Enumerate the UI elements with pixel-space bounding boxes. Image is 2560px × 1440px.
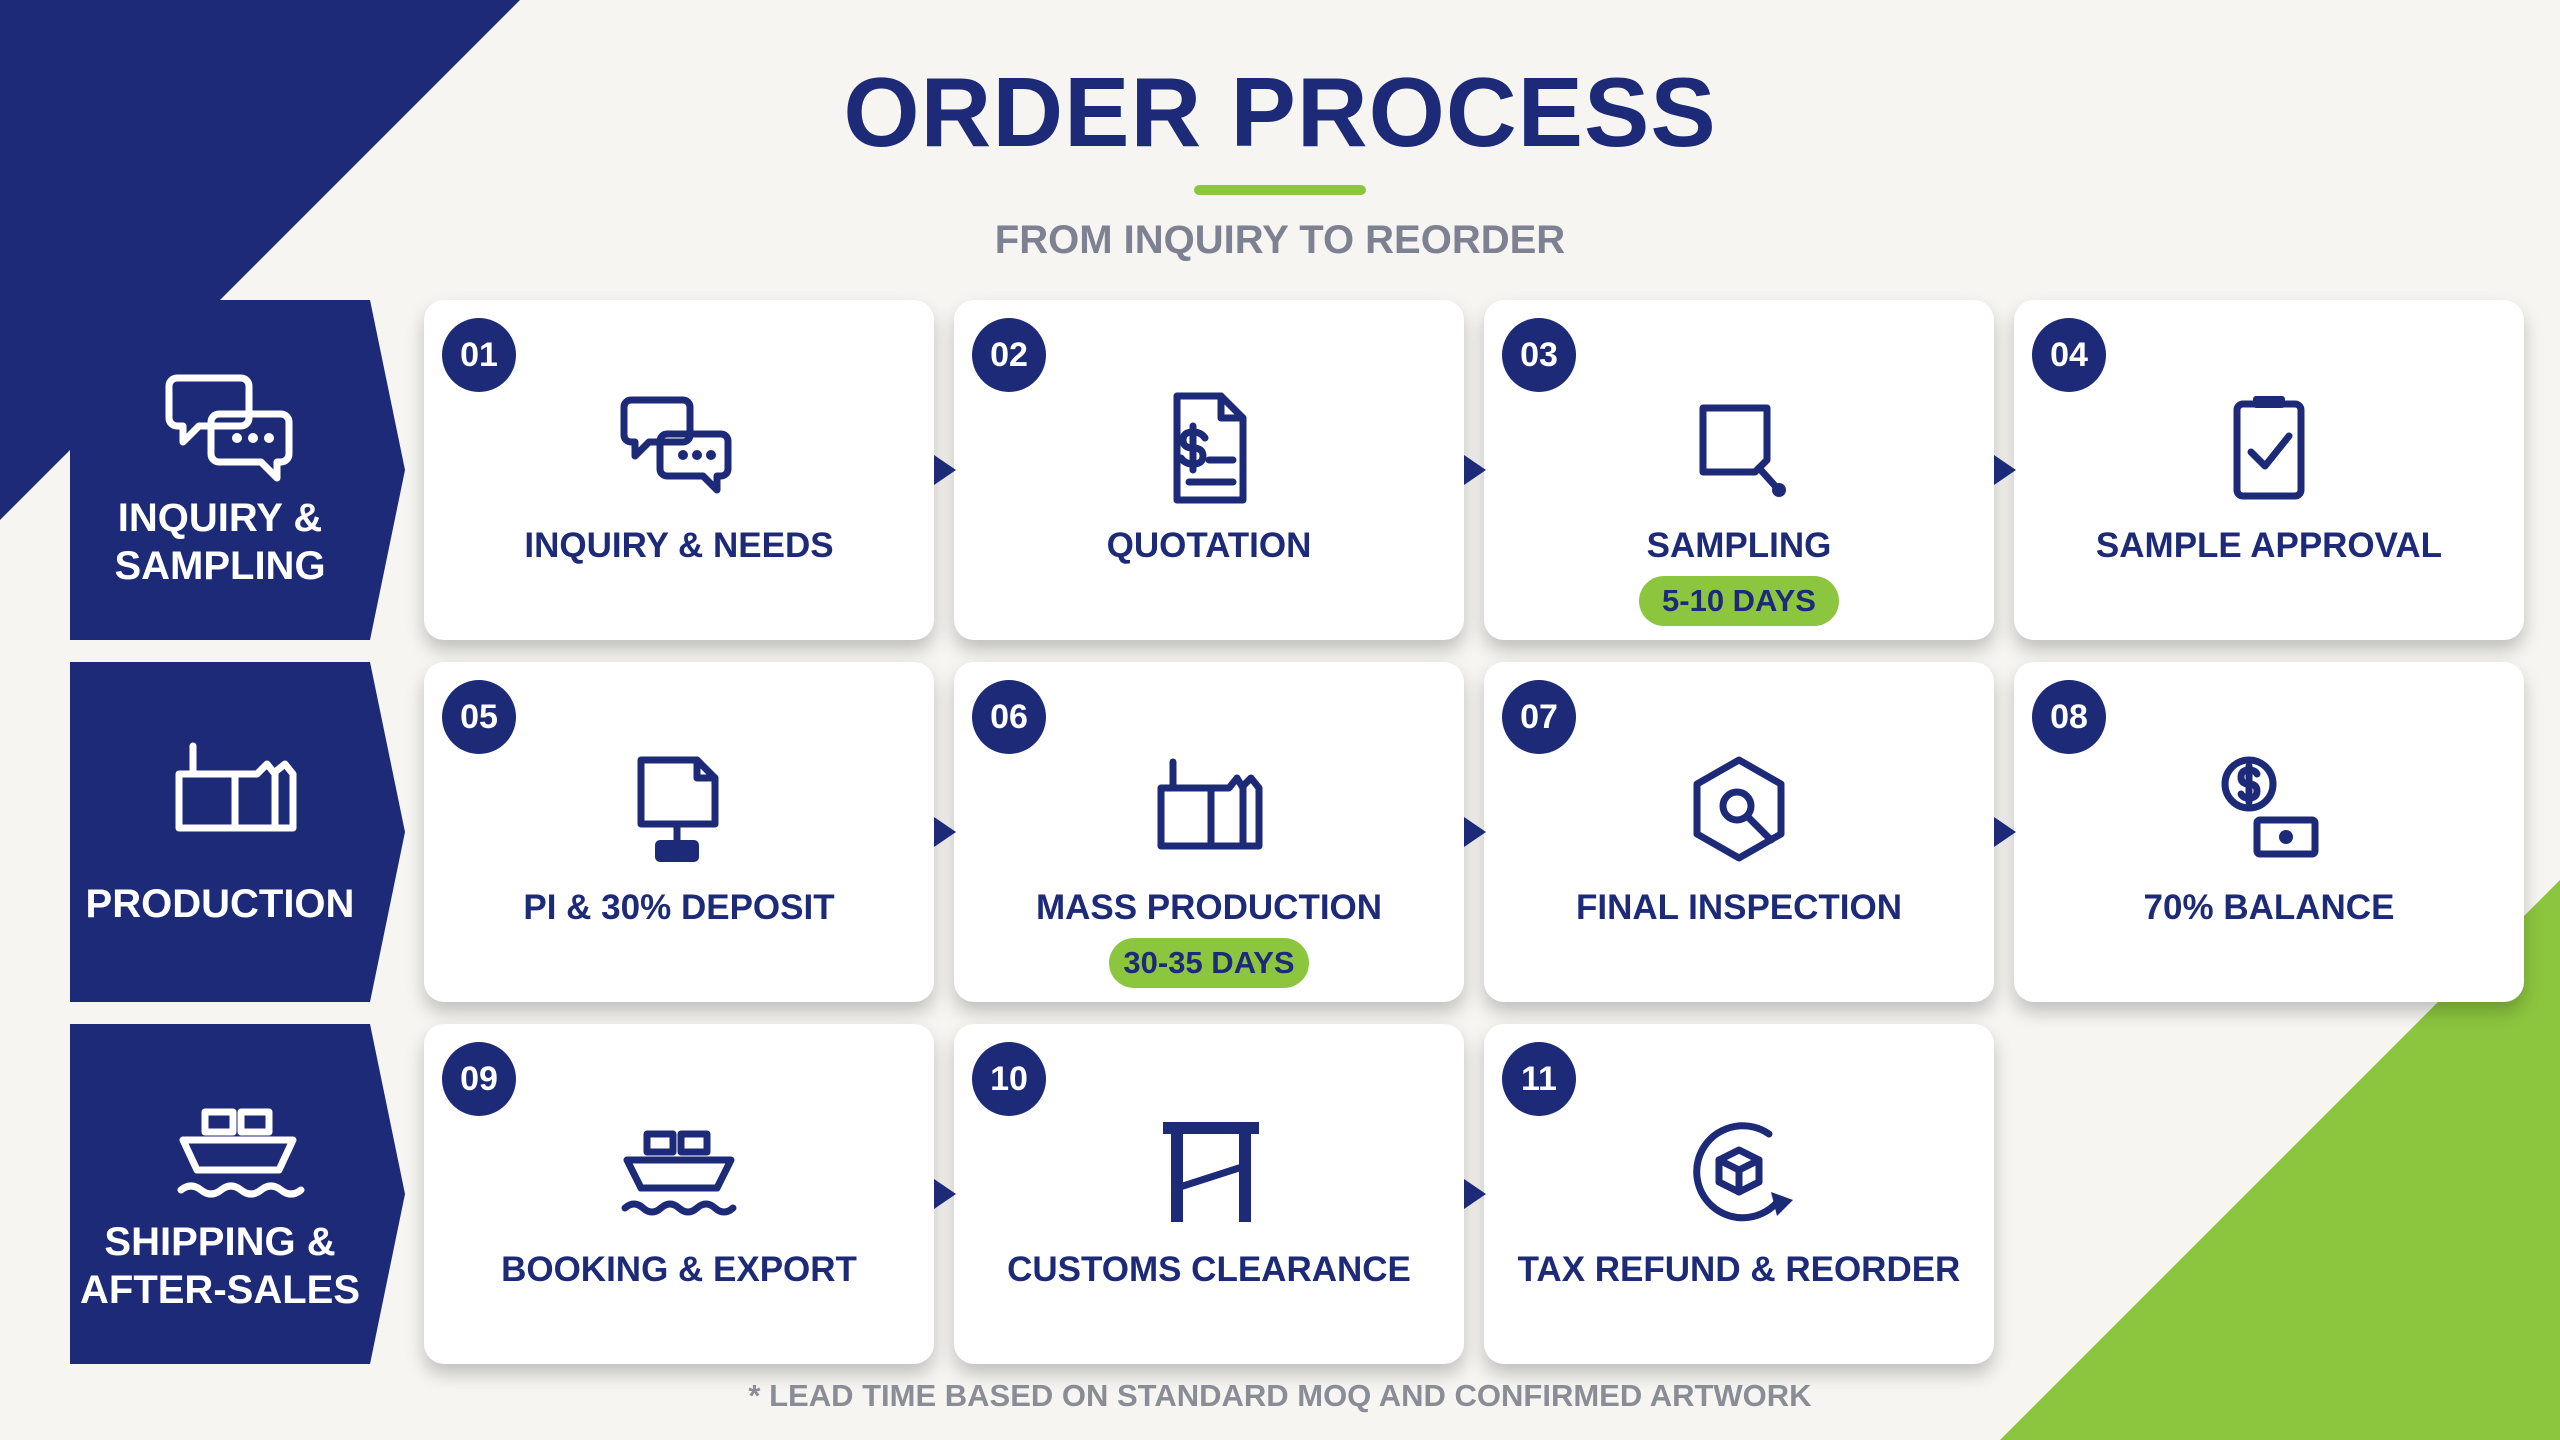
title-underline bbox=[1194, 185, 1366, 195]
phase-chevron-shape bbox=[70, 1024, 405, 1364]
phase-label: PRODUCTION bbox=[85, 882, 355, 926]
chat-bubbles-icon bbox=[165, 374, 293, 482]
page-title: ORDER PROCESS bbox=[843, 57, 1717, 167]
lead-time-badge: 30-35 DAYS bbox=[1109, 938, 1309, 988]
step-card: 04 SAMPLE APPROVAL bbox=[2014, 300, 2524, 640]
ship-icon bbox=[621, 1130, 737, 1216]
flow-arrow-icon bbox=[1994, 455, 2016, 485]
factory-icon bbox=[1157, 758, 1263, 850]
step-label: FINAL INSPECTION bbox=[1575, 888, 1903, 927]
chat-bubbles-icon bbox=[620, 396, 732, 494]
step-number: 10 bbox=[972, 1042, 1046, 1116]
hexagon-magnifier-icon bbox=[1693, 756, 1785, 862]
step-number: 01 bbox=[442, 318, 516, 392]
clipboard-check-icon bbox=[2233, 396, 2305, 500]
factory-icon bbox=[175, 742, 297, 832]
step-label: PI & 30% DEPOSIT bbox=[523, 888, 835, 927]
step-number: 11 bbox=[1502, 1042, 1576, 1116]
step-card: 05 PI & 30% DEPOSIT bbox=[424, 662, 934, 1002]
step-number: 03 bbox=[1502, 318, 1576, 392]
lead-time-badge: 5-10 DAYS bbox=[1639, 576, 1839, 626]
step-label: 70% BALANCE bbox=[2143, 888, 2395, 927]
coin-banknote-icon bbox=[2221, 756, 2319, 858]
flow-arrow-icon bbox=[934, 1179, 956, 1209]
step-label: MASS PRODUCTION bbox=[1035, 888, 1383, 927]
page-subtitle: FROM INQUIRY TO REORDER bbox=[994, 218, 1566, 262]
step-card: 11 TAX REFUND & REORDER bbox=[1484, 1024, 1994, 1364]
phase-chevron-shape bbox=[70, 662, 405, 1002]
phase-shipping-after-sales: SHIPPING & AFTER-SALES bbox=[70, 1024, 405, 1364]
phase-label: SHIPPING & AFTER-SALES bbox=[80, 1220, 360, 1312]
step-card: 10 CUSTOMS CLEARANCE bbox=[954, 1024, 1464, 1364]
step-label: SAMPLE APPROVAL bbox=[2095, 526, 2443, 565]
step-card: 07 FINAL INSPECTION bbox=[1484, 662, 1994, 1002]
flow-arrow-icon bbox=[1464, 1179, 1486, 1209]
flow-arrow-icon bbox=[1994, 817, 2016, 847]
step-card: 01 INQUIRY & NEEDS bbox=[424, 300, 934, 640]
step-card: 06 MASS PRODUCTION 30-35 DAYS bbox=[954, 662, 1464, 1002]
step-label: INQUIRY & NEEDS bbox=[524, 526, 834, 565]
phase-chevron-shape bbox=[70, 300, 405, 640]
step-number: 02 bbox=[972, 318, 1046, 392]
step-label: SAMPLING bbox=[1646, 526, 1832, 565]
step-card: 08 70% BALANCE bbox=[2014, 662, 2524, 1002]
flow-arrow-icon bbox=[1464, 817, 1486, 847]
sample-square-icon bbox=[1699, 404, 1786, 497]
step-card: 09 BOOKING & EXPORT bbox=[424, 1024, 934, 1364]
flow-arrow-icon bbox=[934, 817, 956, 847]
box-cycle-icon bbox=[1693, 1122, 1793, 1222]
ship-icon bbox=[177, 1108, 305, 1198]
flow-arrow-icon bbox=[1464, 455, 1486, 485]
document-stamp-icon bbox=[637, 756, 719, 862]
step-number: 05 bbox=[442, 680, 516, 754]
step-card: 02 QUOTATION bbox=[954, 300, 1464, 640]
green-corner-shape bbox=[2000, 880, 2560, 1440]
step-card: 03 SAMPLING 5-10 DAYS bbox=[1484, 300, 1994, 640]
step-label: QUOTATION bbox=[1106, 526, 1312, 565]
step-number: 06 bbox=[972, 680, 1046, 754]
step-number: 08 bbox=[2032, 680, 2106, 754]
flow-arrow-icon bbox=[934, 455, 956, 485]
step-number: 04 bbox=[2032, 318, 2106, 392]
invoice-dollar-icon bbox=[1173, 392, 1247, 504]
step-label: CUSTOMS CLEARANCE bbox=[1007, 1250, 1411, 1289]
step-label: TAX REFUND & REORDER bbox=[1517, 1250, 1961, 1289]
phase-production: PRODUCTION bbox=[70, 662, 405, 1002]
step-number: 09 bbox=[442, 1042, 516, 1116]
step-label: BOOKING & EXPORT bbox=[501, 1250, 857, 1289]
customs-gate-icon bbox=[1163, 1122, 1259, 1222]
phase-label: INQUIRY & SAMPLING bbox=[114, 496, 326, 588]
phase-inquiry-sampling: INQUIRY & SAMPLING bbox=[70, 300, 405, 640]
footnote: * LEAD TIME BASED ON STANDARD MOQ AND CO… bbox=[748, 1378, 1812, 1413]
step-number: 07 bbox=[1502, 680, 1576, 754]
